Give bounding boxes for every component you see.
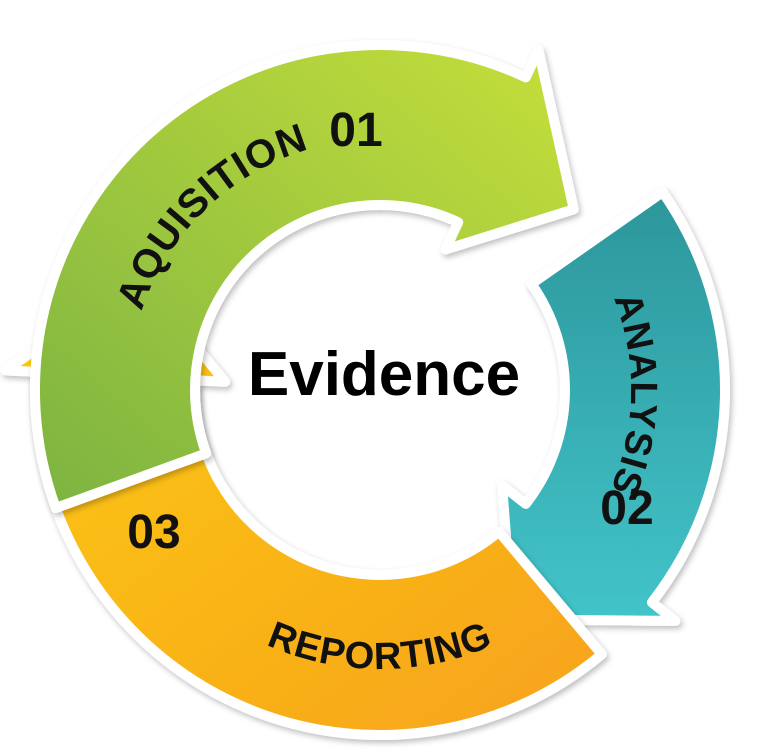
step-number-01: 01 (329, 104, 382, 157)
analysis-arrow (497, 187, 731, 626)
center-label: Evidence (248, 340, 520, 409)
acquisition-arrow (29, 39, 579, 513)
step-number-02: 02 (600, 482, 653, 535)
step-number-03: 03 (127, 506, 180, 559)
